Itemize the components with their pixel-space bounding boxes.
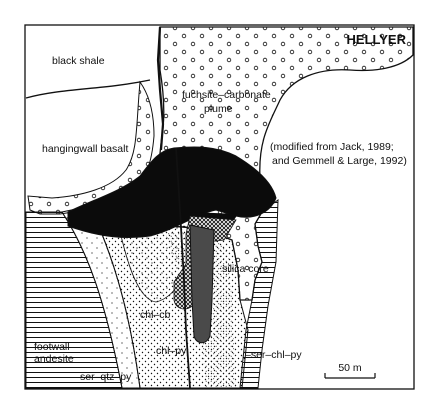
silica-core [189,224,215,344]
scale-bar: 50 m [324,362,376,379]
label-black-shale: black shale [52,55,105,67]
title: HELLYER [347,32,407,47]
contact-black-shale [25,79,151,99]
label-ser-chl-py: –ser–chl–py [245,349,302,361]
scale-bar-label: 50 m [338,362,362,374]
label-footwall-line2: andesite [34,353,74,365]
label-ser-qtz-py: ser–qtz–py [80,371,132,383]
fault-line-central [175,147,191,389]
fault-line-left [156,26,165,151]
label-plume-line1: fuchsite–carbonate [182,89,271,101]
citation-line1: (modified from Jack, 1989; [270,141,394,153]
label-footwall-line1: footwall [34,341,70,353]
label-chl-cb: chl–cb [140,309,171,321]
label-silica-core: silica core [222,263,269,275]
label-hangingwall-basalt: hangingwall basalt [42,143,128,155]
label-plume-line2: plume [204,103,233,115]
plume-left-tongue [27,80,155,215]
citation-line2: and Gemmell & Large, 1992) [272,155,407,167]
massive-sulphide-lens [67,146,277,238]
label-chl-py: chl–py [156,345,187,357]
